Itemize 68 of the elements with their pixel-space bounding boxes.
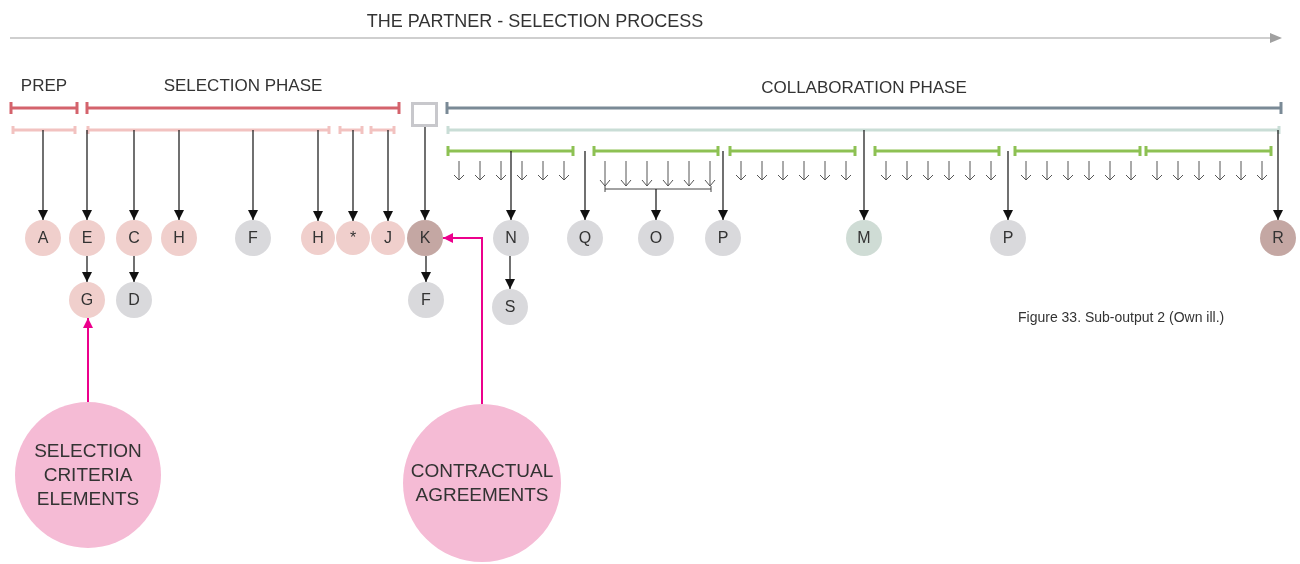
timeline-bar <box>447 126 1280 134</box>
arrow <box>38 129 48 221</box>
arrow <box>620 160 632 187</box>
arrow <box>718 150 728 221</box>
bracket-line <box>604 186 712 192</box>
arrow <box>1273 129 1283 221</box>
arrow <box>174 129 184 221</box>
timeline-bar <box>1014 146 1141 156</box>
timeline-bar <box>339 126 363 134</box>
arrow <box>662 160 674 187</box>
arrow <box>1003 150 1013 221</box>
arrow <box>421 255 431 283</box>
letter-circle: S <box>492 289 528 325</box>
letter-circle: A <box>25 220 61 256</box>
arrow <box>82 255 92 283</box>
arrow <box>641 160 653 187</box>
arrow <box>580 150 590 221</box>
arrow <box>651 188 661 221</box>
letter-circle: C <box>116 220 152 256</box>
timeline-bar <box>12 126 76 134</box>
arrow <box>599 160 611 187</box>
letter-circle: R <box>1260 220 1296 256</box>
phase-heading: SELECTION PHASE <box>162 76 324 96</box>
arrow <box>248 129 258 221</box>
phase-heading: PREP <box>19 76 69 96</box>
arrow <box>420 126 430 221</box>
arrow <box>506 150 516 221</box>
letter-circle: O <box>638 220 674 256</box>
letter-circle: * <box>336 221 370 255</box>
letter-circle: K <box>407 220 443 256</box>
arrow <box>129 255 139 283</box>
timeline-bar <box>593 146 719 156</box>
letter-circle: P <box>705 220 741 256</box>
letter-circle: E <box>69 220 105 256</box>
topic-circle: SELECTION CRITERIA ELEMENTS <box>15 402 161 548</box>
letter-circle: D <box>116 282 152 318</box>
timeline-bar <box>729 146 856 156</box>
arrow <box>83 317 93 403</box>
timeline-bar <box>447 146 574 156</box>
timeline-bar <box>1145 146 1272 156</box>
letter-circle: M <box>846 220 882 256</box>
arrow <box>348 129 358 222</box>
letter-circle: H <box>301 221 335 255</box>
letter-circle: Q <box>567 220 603 256</box>
letter-circle: N <box>493 220 529 256</box>
arrow <box>442 233 483 405</box>
arrow <box>383 129 393 222</box>
timeline-bar <box>874 146 1000 156</box>
letter-circle: H <box>161 220 197 256</box>
arrow <box>129 129 139 221</box>
topic-circle: CONTRACTUAL AGREEMENTS <box>403 404 561 562</box>
letter-circle: G <box>69 282 105 318</box>
arrow <box>859 129 869 221</box>
letter-circle: F <box>235 220 271 256</box>
empty-square <box>411 102 438 127</box>
letter-circle: J <box>371 221 405 255</box>
arrow <box>704 160 716 187</box>
arrow <box>683 160 695 187</box>
diagram-title: THE PARTNER - SELECTION PROCESS <box>365 11 705 32</box>
arrow <box>505 255 515 290</box>
timeline-bar <box>370 126 395 134</box>
arrow <box>82 129 92 221</box>
phase-heading: COLLABORATION PHASE <box>760 78 968 98</box>
timeline-bar <box>87 126 330 134</box>
figure-caption: Figure 33. Sub-output 2 (Own ill.) <box>1018 309 1225 325</box>
letter-circle: F <box>408 282 444 318</box>
letter-circle: P <box>990 220 1026 256</box>
arrow <box>313 129 323 222</box>
